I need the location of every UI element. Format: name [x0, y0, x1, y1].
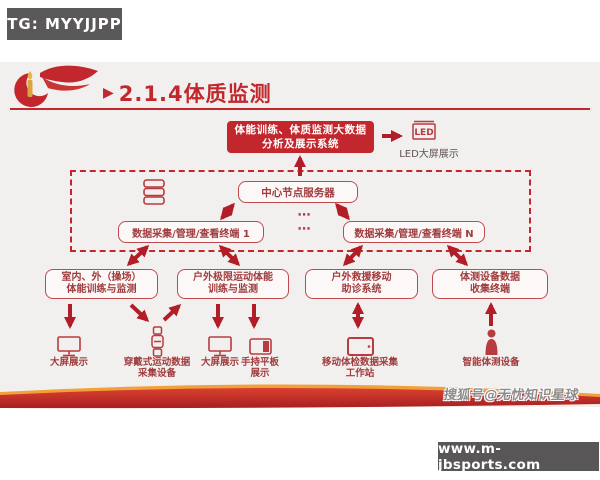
system-box: 体能训练、体质监测大数据 分析及展示系统	[227, 121, 374, 153]
system-box-line2: 分析及展示系统	[262, 138, 339, 150]
function-box-extreme-sports: 户外极限运动体能 训练与监测	[177, 269, 289, 299]
terminal1-label: 数据采集/管理/查看终端 1	[132, 228, 250, 240]
terminal1-box: 数据采集/管理/查看终端 1	[118, 221, 264, 243]
device-label-big-screen-1: 大屏展示	[39, 357, 99, 368]
wearable-band-icon	[151, 326, 164, 357]
function-box-line: 户外救援移动	[331, 271, 392, 283]
function-box-line: 收集终端	[470, 284, 510, 295]
led-screen-icon: LED	[412, 120, 436, 140]
title-divider	[10, 108, 590, 110]
watermark: 搜狐号@无忧知识星球	[442, 388, 580, 403]
central-server-label: 中心节点服务器	[261, 186, 335, 199]
device-label-line: 大屏展示	[200, 357, 239, 368]
device-label-line: 采集设备	[137, 368, 176, 379]
device-label-line: 手持平板	[240, 357, 279, 368]
function-box-line: 训练与监测	[208, 284, 258, 295]
tablet-icon	[249, 338, 272, 355]
function-box-line: 室内、外（操场）	[61, 271, 142, 283]
central-server-box: 中心节点服务器	[238, 181, 358, 203]
function-box-line: 户外极限运动体能	[193, 271, 273, 283]
slide-title-row: ▶ 2.1.4体质监测	[103, 78, 272, 108]
function-box-indoor-outdoor-training: 室内、外（操场） 体能训练与监测	[45, 269, 158, 299]
device-label-handheld-tablet: 手持平板 展示	[232, 357, 288, 379]
function-box-body-test-data: 体测设备数据 收集终端	[432, 269, 548, 299]
site-banner: www.m-jbsports.com	[438, 441, 599, 473]
tg-badge: TG: MYYJJPP	[7, 8, 122, 40]
bottom-wave-decoration	[0, 384, 600, 409]
device-label-line: 工作站	[345, 368, 375, 379]
device-label-workstation: 移动体检数据采集 工作站	[316, 357, 404, 379]
device-label-line: 穿戴式运动数据	[123, 357, 191, 368]
ellipsis-top: ⋯	[297, 208, 311, 223]
mobile-workstation-icon	[347, 337, 374, 356]
device-label-big-screen-2: 大屏展示	[190, 357, 250, 368]
system-box-line1: 体能训练、体质监测大数据	[234, 124, 367, 136]
slide-background	[0, 62, 600, 407]
monitor-icon	[208, 336, 232, 357]
terminaln-label: 数据采集/管理/查看终端 N	[354, 228, 474, 240]
svg-text:LED: LED	[414, 128, 433, 138]
function-box-line: 助诊系统	[341, 284, 382, 295]
device-label-line: 移动体检数据采集	[321, 357, 398, 368]
device-label-line: 智能体测设备	[462, 357, 520, 368]
function-box-rescue-diagnosis: 户外救援移动 助诊系统	[305, 269, 418, 299]
page-title: 2.1.4体质监测	[118, 82, 272, 106]
device-label-line: 大屏展示	[49, 357, 88, 368]
function-box-line: 体能训练与监测	[66, 284, 137, 295]
function-box-line: 体测设备数据	[460, 271, 520, 283]
monitor-icon	[57, 336, 81, 357]
device-label-line: 展示	[250, 368, 270, 379]
database-icon	[143, 179, 165, 205]
ellipsis-bottom: ⋯	[297, 222, 311, 237]
device-label-smart-body-test: 智能体测设备	[451, 357, 531, 368]
terminaln-box: 数据采集/管理/查看终端 N	[343, 221, 485, 243]
title-marker-icon: ▶	[103, 85, 114, 101]
device-label-wearable: 穿戴式运动数据 采集设备	[117, 357, 197, 379]
led-label: LED大屏展示	[399, 149, 459, 160]
flag-emblem-icon	[14, 65, 98, 107]
smart-body-test-icon	[485, 329, 498, 355]
